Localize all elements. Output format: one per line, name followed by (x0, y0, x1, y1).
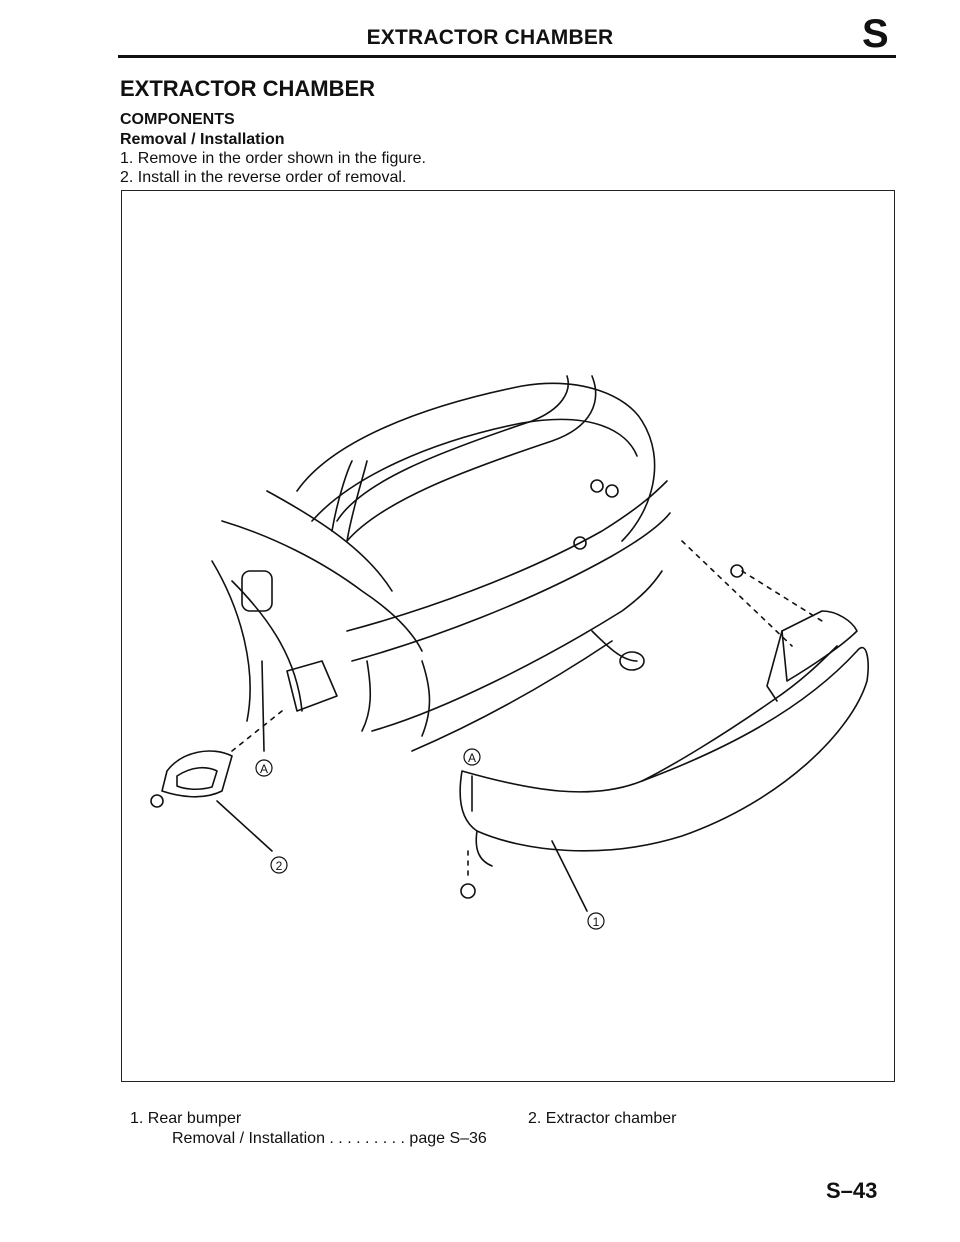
fastener (605, 484, 619, 498)
callout-a-right-label: A (468, 751, 476, 765)
callout-2 (270, 856, 288, 874)
fastener (460, 883, 476, 899)
section-title: EXTRACTOR CHAMBER (120, 76, 376, 101)
components-figure: 2 1 A A (121, 190, 895, 1082)
fastener (150, 794, 164, 808)
procedure-heading: Removal / Installation (120, 131, 285, 148)
exploded-view-diagram: 2 1 A A (150, 375, 869, 930)
fastener (590, 479, 604, 493)
legend-item-2: 2. Extractor chamber (528, 1110, 677, 1127)
callout-a-right (463, 748, 481, 766)
fastener (573, 536, 587, 550)
page-number: S–43 (826, 1178, 878, 1203)
taillight-recess (241, 570, 273, 612)
section-letter: S (862, 12, 889, 56)
procedure-step-1: 1. Remove in the order shown in the figu… (120, 150, 426, 167)
procedure-step-2: 2. Install in the reverse order of remov… (120, 169, 407, 186)
rear-bumper (459, 647, 869, 852)
extractor-chamber-part (161, 750, 233, 798)
callout-1 (587, 912, 605, 930)
components-heading: COMPONENTS (120, 111, 235, 128)
callout-2-label: 2 (276, 859, 283, 873)
callout-a-left-label: A (260, 762, 268, 776)
callout-a-left (255, 759, 273, 777)
trunk-opening (296, 382, 656, 542)
rear-panel (346, 480, 668, 632)
body-quarter-panel (221, 520, 423, 652)
legend-item-1: 1. Rear bumper (130, 1110, 242, 1127)
callout-1-label: 1 (593, 915, 600, 929)
legend-item-1-reference: Removal / Installation . . . . . . . . .… (172, 1130, 487, 1147)
header-rule (118, 55, 896, 58)
running-header-title: EXTRACTOR CHAMBER (366, 26, 614, 49)
